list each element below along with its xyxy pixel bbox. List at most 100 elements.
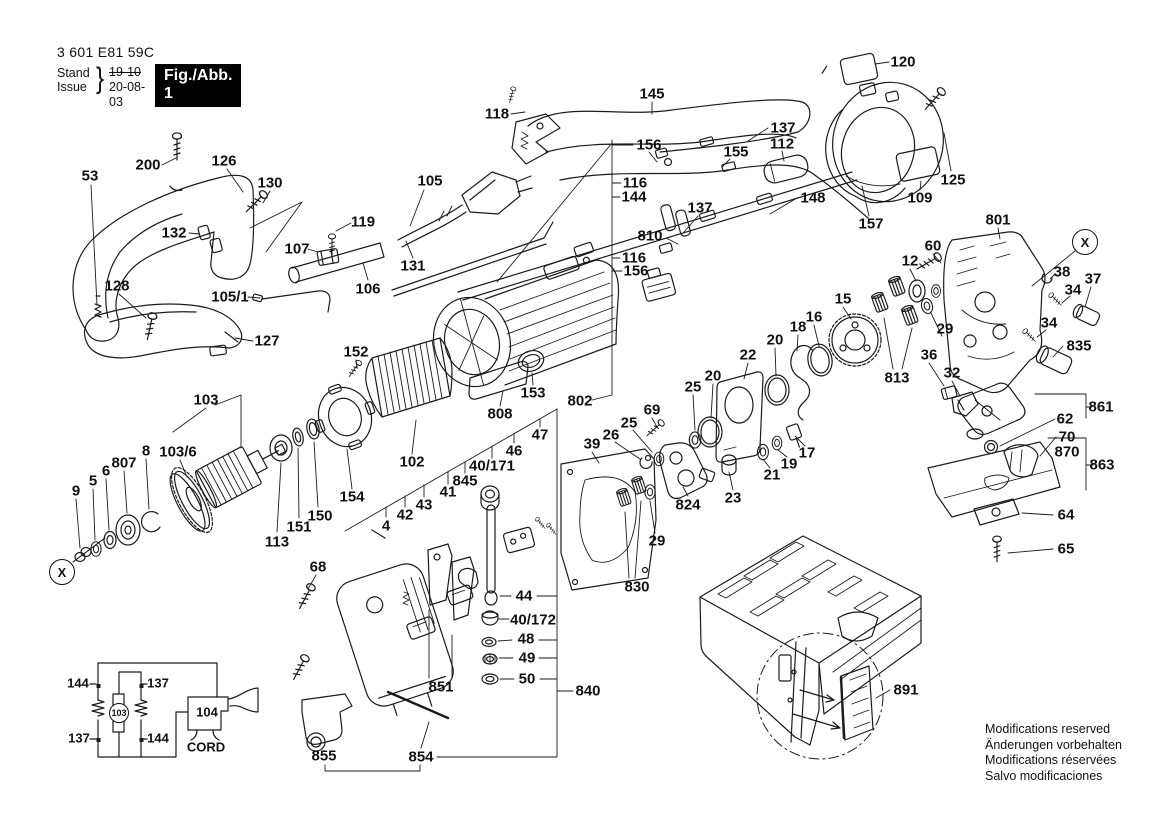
part-label-153: 153 bbox=[520, 384, 546, 402]
part-label-25: 25 bbox=[620, 414, 638, 432]
part-label-145: 145 bbox=[639, 85, 665, 103]
schematic-art bbox=[89, 662, 259, 758]
title-block: 3 601 E81 59C Stand Issue } 19-10 20-08-… bbox=[57, 44, 242, 109]
part-label-40/171: 40/171 bbox=[469, 457, 515, 475]
part-label-200: 200 bbox=[135, 156, 161, 174]
part-label-131: 131 bbox=[400, 257, 426, 275]
part-label-891: 891 bbox=[893, 681, 919, 699]
part-label-126: 126 bbox=[211, 152, 237, 170]
type-number: 3 601 E81 59C bbox=[57, 44, 155, 60]
part-label-105: 105 bbox=[417, 172, 443, 190]
part-label-102: 102 bbox=[399, 453, 425, 471]
part-label-137: 137 bbox=[68, 730, 90, 746]
part-label-40/172: 40/172 bbox=[510, 611, 556, 629]
part-label-9: 9 bbox=[71, 482, 81, 500]
note-line-en: Modifications reserved bbox=[985, 722, 1111, 736]
part-label-808: 808 bbox=[487, 405, 513, 423]
part-label-34: 34 bbox=[1040, 314, 1058, 332]
part-label-39: 39 bbox=[583, 435, 601, 453]
part-label-116: 116 bbox=[622, 174, 648, 192]
motor-housing-art bbox=[432, 241, 620, 400]
part-label-32: 32 bbox=[943, 364, 961, 382]
part-label-106: 106 bbox=[355, 280, 381, 298]
part-label-38: 38 bbox=[1053, 263, 1071, 281]
part-label-855: 855 bbox=[311, 747, 337, 765]
note-line-de: Änderungen vorbehalten bbox=[985, 737, 1122, 752]
circled-marker-X: X bbox=[1072, 229, 1098, 255]
figure-badge: Fig./Abb. 1 bbox=[155, 64, 242, 107]
part-label-137: 137 bbox=[687, 199, 713, 217]
part-label-863: 863 bbox=[1089, 456, 1115, 474]
part-label-113: 113 bbox=[264, 533, 290, 551]
part-label-103/6: 103/6 bbox=[159, 443, 197, 461]
stand-issue-labels: Stand Issue bbox=[57, 66, 90, 94]
part-label-125: 125 bbox=[940, 171, 966, 189]
cap-157-art bbox=[821, 52, 948, 204]
part-label-104: 104 bbox=[196, 704, 218, 720]
part-label-840: 840 bbox=[575, 682, 601, 700]
part-label-137: 137 bbox=[770, 119, 796, 137]
gear-housing-801-art bbox=[560, 231, 1046, 591]
part-label-4: 4 bbox=[381, 517, 391, 535]
part-label-137: 137 bbox=[147, 675, 169, 691]
part-label-144: 144 bbox=[67, 675, 89, 691]
circled-marker-X: X bbox=[49, 559, 75, 585]
part-label-112: 112 bbox=[769, 135, 795, 153]
part-label-157: 157 bbox=[858, 215, 884, 233]
stand-value: 19-10 bbox=[109, 65, 141, 79]
part-label-854: 854 bbox=[408, 748, 434, 766]
part-label-156: 156 bbox=[623, 262, 649, 280]
part-label-154: 154 bbox=[339, 488, 365, 506]
issue-value: 20-08-03 bbox=[109, 80, 146, 109]
part-label-62: 62 bbox=[1056, 410, 1074, 428]
part-label-119: 119 bbox=[350, 213, 376, 231]
lower-body-art bbox=[289, 485, 559, 752]
part-label-861: 861 bbox=[1088, 398, 1114, 416]
part-label-46: 46 bbox=[505, 442, 523, 460]
part-label-151: 151 bbox=[286, 518, 312, 536]
part-label-49: 49 bbox=[518, 649, 536, 667]
armature-group-art bbox=[72, 418, 320, 563]
part-label-802: 802 bbox=[567, 392, 593, 410]
part-label-70: 70 bbox=[1058, 428, 1076, 446]
part-label-107: 107 bbox=[284, 240, 310, 258]
part-label-37: 37 bbox=[1084, 270, 1102, 288]
part-label-807: 807 bbox=[111, 454, 137, 472]
part-label-44: 44 bbox=[515, 587, 533, 605]
part-label-870: 870 bbox=[1054, 443, 1080, 461]
part-label-50: 50 bbox=[518, 670, 536, 688]
part-label-16: 16 bbox=[805, 308, 823, 326]
part-label-48: 48 bbox=[517, 630, 535, 648]
part-label-813: 813 bbox=[884, 369, 910, 387]
part-label-130: 130 bbox=[257, 174, 283, 192]
base-assembly-art bbox=[927, 382, 1061, 563]
part-label-22: 22 bbox=[739, 346, 757, 364]
part-label-25: 25 bbox=[684, 378, 702, 396]
part-label-845: 845 bbox=[452, 472, 478, 490]
part-label-103: 103 bbox=[193, 391, 219, 409]
part-label-29: 29 bbox=[936, 320, 954, 338]
part-label-128: 128 bbox=[104, 277, 130, 295]
part-label-65: 65 bbox=[1057, 540, 1075, 558]
part-label-34: 34 bbox=[1064, 281, 1082, 299]
part-label-CORD: CORD bbox=[186, 739, 226, 755]
part-label-60: 60 bbox=[924, 237, 942, 255]
part-label-127: 127 bbox=[254, 332, 280, 350]
part-label-21: 21 bbox=[763, 466, 781, 484]
part-label-26: 26 bbox=[602, 426, 620, 444]
part-label-20: 20 bbox=[766, 331, 784, 349]
part-label-43: 43 bbox=[415, 496, 433, 514]
part-label-120: 120 bbox=[890, 53, 916, 71]
leader-lines bbox=[72, 61, 1092, 699]
brace-glyph: } bbox=[96, 62, 105, 95]
case-art bbox=[699, 535, 922, 760]
cord-and-rods-art bbox=[252, 171, 554, 313]
right-small-parts-art bbox=[940, 273, 1101, 417]
note-line-es: Salvo modificaciones bbox=[985, 768, 1103, 783]
part-label-42: 42 bbox=[396, 506, 414, 524]
part-label-851: 851 bbox=[428, 678, 454, 696]
part-label-8: 8 bbox=[141, 442, 151, 460]
part-label-132: 132 bbox=[161, 224, 187, 242]
part-label-47: 47 bbox=[531, 426, 549, 444]
